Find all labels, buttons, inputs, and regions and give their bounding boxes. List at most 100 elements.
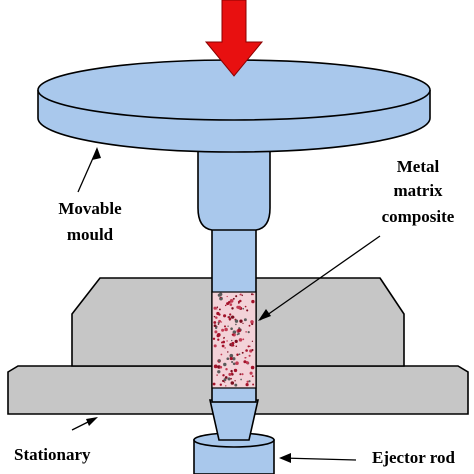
ejector-rod-arrowhead bbox=[279, 453, 291, 463]
composite-particle bbox=[242, 307, 245, 310]
composite-particle bbox=[226, 302, 230, 306]
composite-particle bbox=[217, 323, 220, 325]
composite-particle bbox=[242, 322, 244, 325]
composite-particle bbox=[218, 319, 222, 323]
composite-particle bbox=[237, 328, 241, 333]
composite-particle bbox=[242, 338, 245, 341]
composite-particle bbox=[237, 332, 240, 335]
composite-particle bbox=[229, 299, 234, 303]
composite-particle bbox=[215, 316, 218, 319]
stationary-label: Stationary bbox=[14, 445, 91, 464]
composite-particle bbox=[229, 356, 233, 361]
composite-particle bbox=[232, 362, 236, 366]
composite-particle bbox=[232, 297, 235, 300]
composite-particle bbox=[237, 300, 241, 304]
composite-particle bbox=[235, 323, 237, 326]
composite-particle bbox=[243, 318, 247, 322]
composite-particle bbox=[222, 340, 226, 344]
composite-particle bbox=[224, 327, 228, 332]
composite-particle bbox=[223, 378, 227, 382]
movable-mould-platen bbox=[37, 59, 431, 153]
composite-particle bbox=[249, 371, 253, 375]
movable-mould-label-line1: Movable bbox=[58, 199, 122, 218]
composite-particle bbox=[245, 383, 249, 387]
composite-particle bbox=[238, 338, 243, 342]
composite-particle bbox=[223, 314, 227, 318]
composite-particle bbox=[216, 308, 218, 310]
composite-particle bbox=[224, 347, 226, 349]
composite-particle bbox=[218, 308, 221, 311]
composite-particle bbox=[230, 327, 233, 331]
composite-particle bbox=[234, 339, 238, 343]
composite-particle bbox=[251, 299, 255, 304]
composite-particle bbox=[246, 309, 249, 312]
composite-particle bbox=[229, 303, 233, 306]
composite-particle bbox=[222, 374, 225, 377]
ejector-rod-label: Ejector rod bbox=[372, 448, 455, 467]
composite-particle bbox=[232, 357, 236, 361]
composite-particle bbox=[238, 302, 240, 304]
composite-label-line1: Metal bbox=[397, 157, 440, 176]
composite-particle bbox=[248, 354, 251, 357]
movable-mould-neck bbox=[197, 149, 271, 231]
composite-leader bbox=[259, 235, 381, 321]
composite-particle bbox=[231, 307, 234, 310]
composite-particle bbox=[230, 369, 233, 373]
composite-particle bbox=[252, 383, 255, 386]
composite-particle bbox=[223, 337, 225, 340]
composite-particle bbox=[217, 370, 221, 374]
composite-label-line2: matrix bbox=[393, 181, 443, 200]
composite-particle bbox=[224, 376, 228, 379]
composite-particle bbox=[216, 374, 218, 376]
composite-particle bbox=[228, 372, 232, 376]
composite-particle bbox=[239, 373, 242, 376]
composite-particle bbox=[235, 345, 238, 347]
composite-particle bbox=[221, 344, 225, 348]
composite-particle bbox=[230, 377, 233, 380]
composite-particle bbox=[241, 294, 243, 297]
composite-particle bbox=[237, 305, 242, 310]
composite-particle bbox=[233, 368, 238, 373]
composite-particle bbox=[235, 295, 238, 298]
ejector-rod-foot bbox=[193, 432, 275, 474]
composite-particle bbox=[231, 360, 234, 364]
composite-particle bbox=[221, 328, 225, 332]
composite-particle bbox=[251, 375, 254, 378]
composite-particle bbox=[213, 321, 217, 324]
composite-particle bbox=[213, 324, 217, 328]
composite-particle bbox=[212, 337, 216, 340]
composite-particle bbox=[213, 315, 216, 318]
composite-particle bbox=[247, 331, 250, 334]
composite-arrowhead bbox=[258, 309, 271, 321]
composite-particle bbox=[232, 330, 237, 334]
composite-particle bbox=[245, 349, 248, 352]
composite-particle bbox=[241, 351, 244, 354]
composite-particle bbox=[235, 361, 239, 365]
composite-particle bbox=[247, 345, 250, 348]
composite-particle bbox=[245, 361, 249, 365]
composite-particle bbox=[217, 338, 220, 341]
composite-particle bbox=[226, 295, 228, 298]
composite-particle bbox=[227, 325, 229, 327]
composite-particle bbox=[219, 296, 222, 299]
movable-mould-arrowhead bbox=[92, 147, 101, 160]
composite-particle bbox=[227, 351, 229, 353]
composite-particle bbox=[231, 339, 233, 342]
composite-particle bbox=[214, 330, 218, 334]
composite-particles bbox=[212, 292, 255, 387]
metal-matrix-composite-sample bbox=[211, 291, 257, 389]
composite-particle bbox=[219, 365, 223, 369]
composite-particle bbox=[226, 340, 228, 342]
composite-particle bbox=[227, 377, 231, 381]
composite-particle bbox=[229, 353, 234, 358]
composite-particle bbox=[227, 316, 230, 319]
composite-particle bbox=[239, 293, 242, 296]
composite-particle bbox=[251, 348, 254, 352]
composite-particle bbox=[217, 293, 221, 297]
composite-particle bbox=[213, 344, 217, 348]
composite-particle bbox=[234, 319, 239, 323]
composite-particle bbox=[216, 311, 220, 316]
composite-particle bbox=[244, 305, 247, 308]
composite-particle bbox=[250, 365, 255, 370]
